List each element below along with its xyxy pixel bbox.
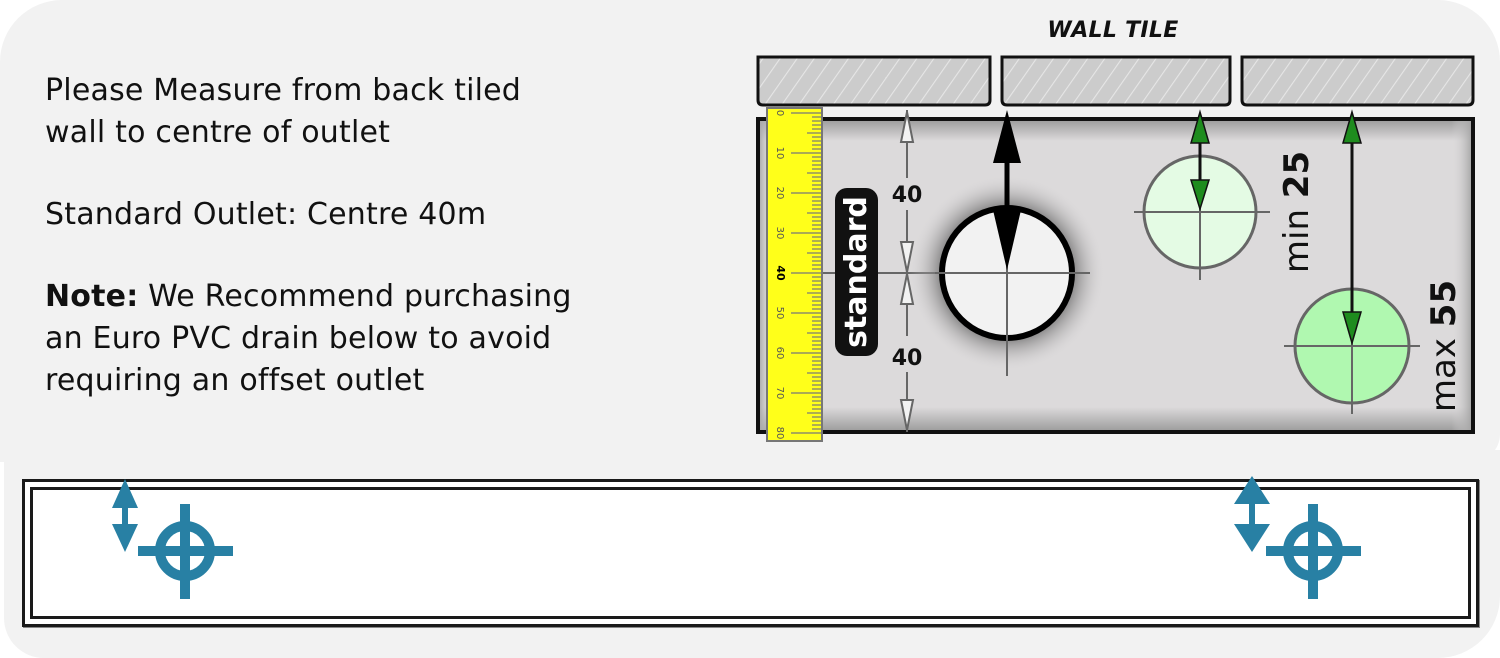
standard-badge-label: standard bbox=[839, 196, 874, 348]
min-outlet bbox=[1134, 109, 1270, 280]
standard-outlet-text: Standard Outlet: Centre 40m bbox=[45, 197, 487, 232]
note-text: Note: We Recommend purchasing an Euro PV… bbox=[45, 279, 572, 398]
wall-tile-3 bbox=[1240, 55, 1475, 107]
ruler-label: 60 bbox=[774, 347, 785, 360]
ruler-label: 50 bbox=[774, 307, 785, 320]
drain-channel-inner bbox=[30, 487, 1471, 619]
wall-tile-2 bbox=[1000, 55, 1232, 107]
wall-tile-1 bbox=[756, 55, 992, 107]
ruler-ticks bbox=[791, 112, 821, 434]
ruler-label: 30 bbox=[774, 227, 785, 240]
note-label: Note: bbox=[45, 279, 139, 314]
dimension-lower-label: 40 bbox=[892, 346, 923, 371]
ruler-label: 70 bbox=[774, 387, 785, 400]
standard-outlet bbox=[909, 110, 1105, 376]
ruler-label: 40 bbox=[774, 265, 787, 281]
ruler-label: 20 bbox=[774, 187, 785, 200]
wall-tiles bbox=[756, 55, 1475, 107]
measure-instruction: Please Measure from back tiled wall to c… bbox=[45, 73, 522, 150]
max-label: max 55 bbox=[1424, 280, 1464, 412]
ruler-labels: 0 10 20 30 40 50 60 70 80 bbox=[774, 110, 787, 440]
wall-tile-label: WALL TILE bbox=[1047, 18, 1179, 43]
max-outlet bbox=[1284, 109, 1420, 414]
measuring-ruler: 0 10 20 30 40 50 60 70 80 bbox=[766, 107, 823, 442]
ruler-label: 10 bbox=[774, 147, 785, 160]
dimension-arrows-40 bbox=[899, 110, 915, 432]
standard-badge: standard bbox=[835, 188, 878, 356]
ruler-label: 80 bbox=[774, 427, 785, 440]
min-label: min 25 bbox=[1277, 151, 1317, 273]
ruler-label: 0 bbox=[774, 110, 785, 116]
dimension-upper-label: 40 bbox=[892, 183, 923, 208]
instructions-text: Please Measure from back tiled wall to c… bbox=[45, 70, 705, 442]
